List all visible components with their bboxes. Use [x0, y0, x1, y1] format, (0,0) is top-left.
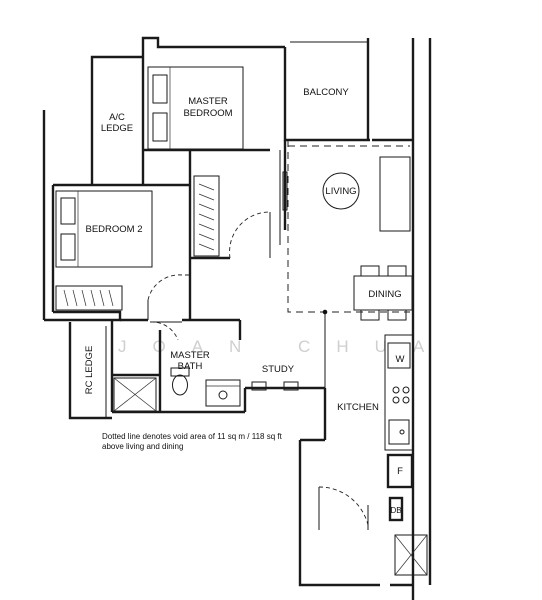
master-bath-label-1: MASTER	[170, 350, 210, 361]
master-bedroom-label-1: MASTER	[188, 96, 228, 107]
washer-label: W	[396, 354, 405, 365]
entrance-trap	[394, 534, 428, 576]
dining-set	[353, 265, 413, 321]
ac-ledge-label-1: A/C	[109, 112, 125, 123]
master-bedroom-label-2: BEDROOM	[183, 108, 232, 119]
kitchen-label: KITCHEN	[337, 402, 379, 413]
living-label: LIVING	[325, 186, 356, 197]
doors	[147, 171, 369, 530]
db-label: DB	[390, 506, 401, 515]
watermark: JOAN CHUA	[118, 337, 450, 356]
living-furniture	[322, 156, 411, 232]
void-note-line-2: above living and dining	[102, 442, 183, 451]
wardrobe-master	[193, 175, 220, 257]
master-bath-label-2: BATH	[178, 361, 203, 372]
bedroom2-bed	[55, 190, 153, 268]
ac-ledge-label-2: LEDGE	[101, 123, 133, 134]
balcony-label: BALCONY	[303, 87, 349, 98]
study-desk	[251, 381, 299, 391]
study-label: STUDY	[262, 364, 295, 375]
living-round-table	[322, 172, 360, 210]
rc-ledge-label: RC LEDGE	[84, 346, 95, 395]
dining-label: DINING	[368, 289, 401, 300]
bath-fixtures	[113, 367, 241, 412]
fridge	[386, 453, 414, 489]
fridge-label: F	[397, 466, 403, 477]
kitchen-counter	[384, 334, 414, 522]
wardrobe-bedroom2	[55, 285, 123, 311]
bedroom-2-label: BEDROOM 2	[85, 224, 142, 235]
master-bed	[147, 66, 244, 150]
internal-walls	[120, 140, 287, 340]
void-outline	[287, 140, 410, 388]
db-box	[388, 496, 404, 522]
void-note-line-1: Dotted line denotes void area of 11 sq m…	[102, 432, 283, 441]
